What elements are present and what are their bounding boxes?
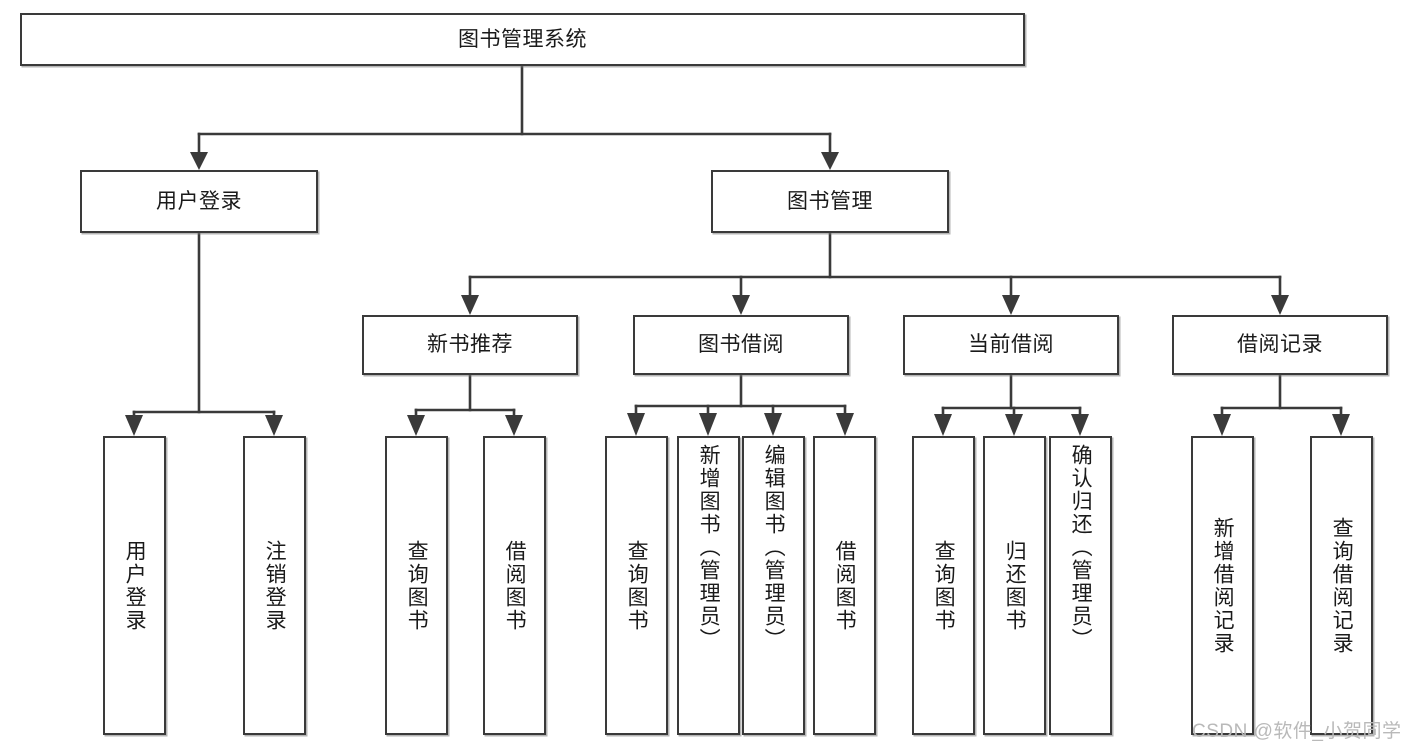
- node-leaf-edit-book[interactable]: 编辑图书（管理员）: [742, 436, 805, 735]
- node-borrow-record-label: 借阅记录: [1237, 333, 1323, 357]
- node-leaf-borrow-book-label: 借阅图书: [833, 539, 857, 632]
- arrowhead-new-book-recommend: [461, 295, 479, 315]
- arrowhead-book-management: [821, 152, 839, 170]
- node-leaf-logout[interactable]: 注销登录: [243, 436, 306, 735]
- node-leaf-query-borrow-record-label: 查询借阅记录: [1330, 516, 1354, 655]
- node-leaf-borrow-book[interactable]: 借阅图书: [813, 436, 876, 735]
- arrowhead-book-borrow: [732, 295, 750, 315]
- arrowhead-leaf-query-book-borrow: [627, 413, 645, 436]
- node-leaf-add-borrow-record[interactable]: 新增借阅记录: [1191, 436, 1254, 735]
- node-book-management-label: 图书管理: [787, 189, 873, 213]
- arrowhead-leaf-query-book-current: [934, 414, 952, 436]
- node-leaf-query-book-borrow-label: 查询图书: [625, 539, 649, 632]
- arrowhead-leaf-edit-book: [764, 413, 782, 436]
- node-current-borrow-label: 当前借阅: [968, 333, 1054, 357]
- node-user-login-label: 用户登录: [156, 189, 242, 213]
- arrowhead-current-borrow: [1002, 295, 1020, 315]
- node-leaf-edit-book-label: 编辑图书（管理员）: [762, 444, 786, 651]
- node-leaf-user-login-label: 用户登录: [123, 539, 147, 632]
- arrowhead-user-login: [190, 152, 208, 170]
- node-book-management[interactable]: 图书管理: [711, 170, 949, 233]
- node-leaf-user-login[interactable]: 用户登录: [103, 436, 166, 735]
- node-root-label: 图书管理系统: [458, 27, 587, 51]
- node-leaf-return-book-label: 归还图书: [1003, 539, 1027, 632]
- node-leaf-query-book-recommend-label: 查询图书: [405, 539, 429, 632]
- node-leaf-return-book[interactable]: 归还图书: [983, 436, 1046, 735]
- arrowhead-leaf-user-login: [125, 415, 143, 436]
- node-root[interactable]: 图书管理系统: [20, 13, 1025, 66]
- node-leaf-add-book[interactable]: 新增图书（管理员）: [677, 436, 740, 735]
- node-leaf-query-book-current-label: 查询图书: [932, 539, 956, 632]
- node-leaf-add-book-label: 新增图书（管理员）: [697, 444, 721, 651]
- node-leaf-logout-label: 注销登录: [263, 539, 287, 632]
- node-leaf-query-book-recommend[interactable]: 查询图书: [385, 436, 448, 735]
- arrowhead-borrow-record: [1271, 295, 1289, 315]
- arrowhead-leaf-return-book: [1005, 414, 1023, 436]
- node-new-book-recommend-label: 新书推荐: [427, 333, 513, 357]
- arrowhead-leaf-add-book: [699, 413, 717, 436]
- node-new-book-recommend[interactable]: 新书推荐: [362, 315, 578, 375]
- node-leaf-query-book-borrow[interactable]: 查询图书: [605, 436, 668, 735]
- node-leaf-confirm-return[interactable]: 确认归还（管理员）: [1049, 436, 1112, 735]
- arrowhead-leaf-borrow-book-recommend: [505, 415, 523, 436]
- node-leaf-borrow-book-recommend-label: 借阅图书: [503, 539, 527, 632]
- node-user-login[interactable]: 用户登录: [80, 170, 318, 233]
- arrowhead-leaf-query-borrow-record: [1332, 414, 1350, 436]
- arrowhead-leaf-logout: [265, 415, 283, 436]
- node-leaf-query-book-current[interactable]: 查询图书: [912, 436, 975, 735]
- node-leaf-query-borrow-record[interactable]: 查询借阅记录: [1310, 436, 1373, 735]
- arrowhead-leaf-add-borrow-record: [1213, 414, 1231, 436]
- csdn-watermark: CSDN @软件_小贺同学: [1192, 721, 1402, 742]
- node-leaf-borrow-book-recommend[interactable]: 借阅图书: [483, 436, 546, 735]
- arrowhead-leaf-query-book-recommend: [407, 415, 425, 436]
- node-book-borrow[interactable]: 图书借阅: [633, 315, 849, 375]
- node-book-borrow-label: 图书借阅: [698, 333, 784, 357]
- node-current-borrow[interactable]: 当前借阅: [903, 315, 1119, 375]
- arrowhead-leaf-borrow-book: [836, 413, 854, 436]
- node-borrow-record[interactable]: 借阅记录: [1172, 315, 1388, 375]
- node-leaf-add-borrow-record-label: 新增借阅记录: [1211, 516, 1235, 655]
- node-leaf-confirm-return-label: 确认归还（管理员）: [1069, 444, 1093, 651]
- arrowhead-leaf-confirm-return: [1071, 414, 1089, 436]
